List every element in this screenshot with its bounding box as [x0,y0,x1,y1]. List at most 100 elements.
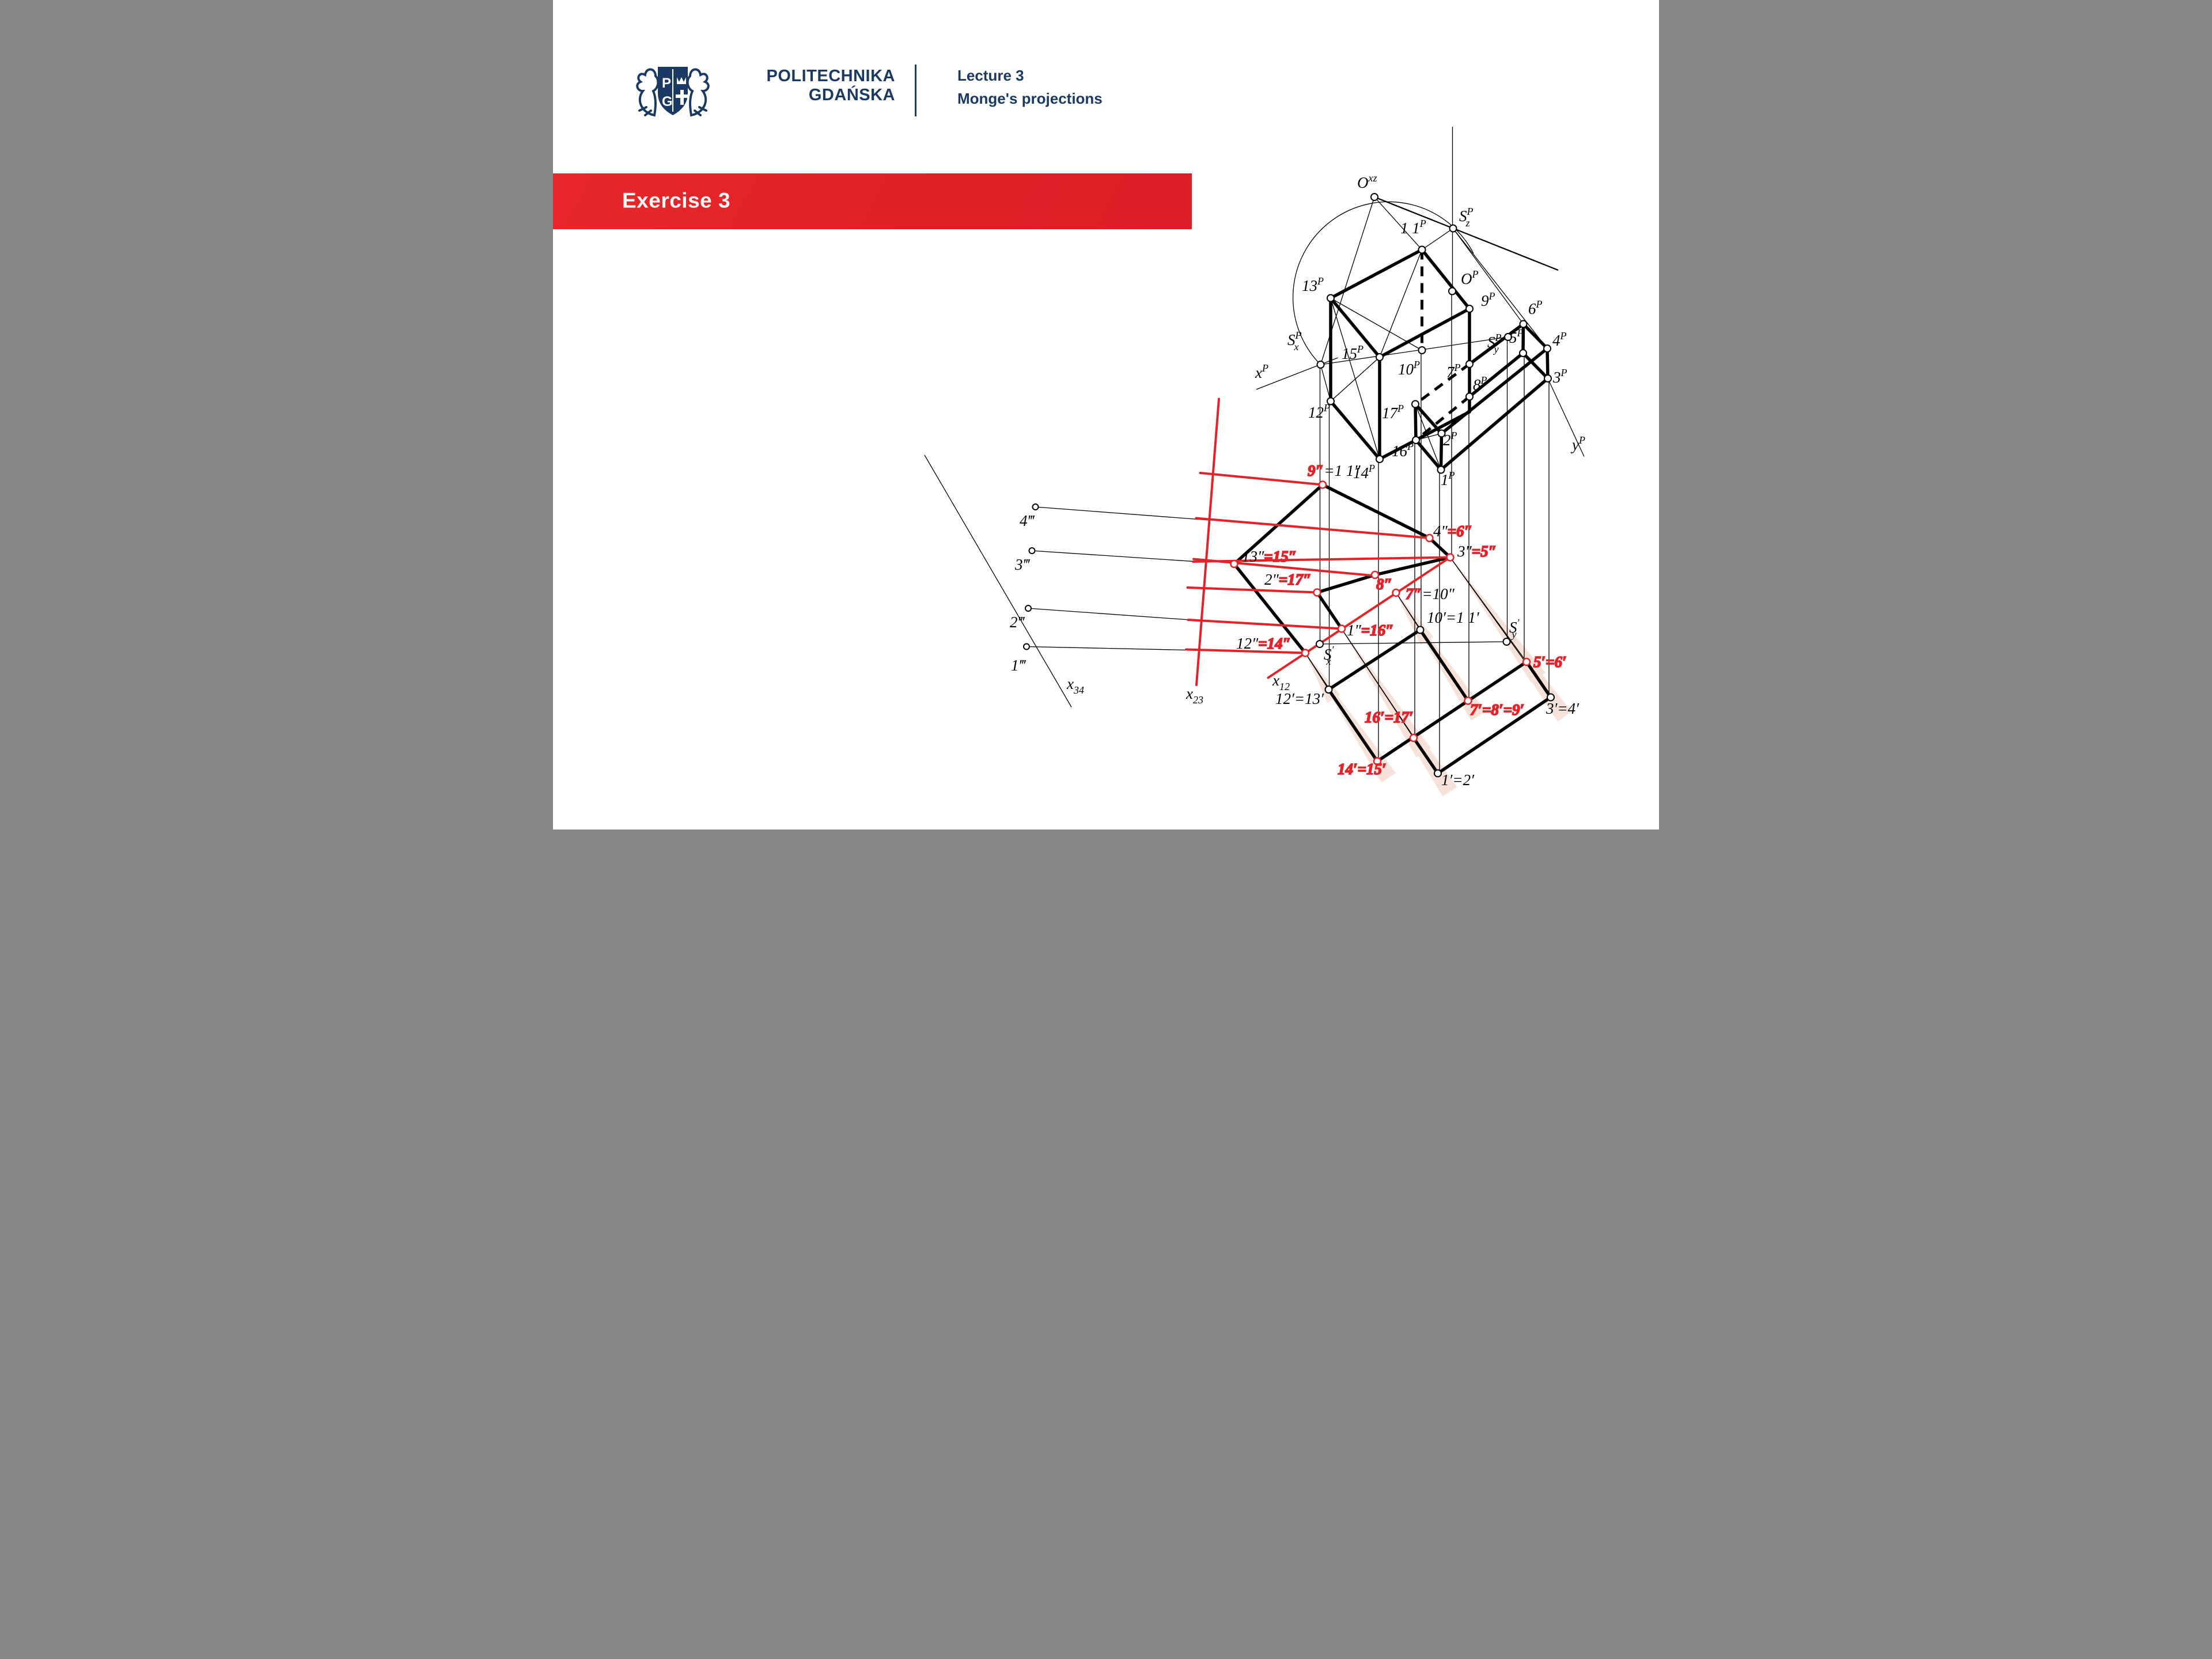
point-16P [1412,436,1420,444]
point-13P [1327,294,1335,302]
diag-13-14 [1330,298,1380,460]
point-6P [1519,320,1528,328]
point-Oxz [1370,193,1378,201]
lecture-number: Lecture 3 [957,67,1024,84]
label-a-3: 3P [1552,367,1567,386]
transfer-1 [1026,646,1200,651]
cross-icon [676,90,688,105]
red-points [1230,480,1531,766]
medium-lines [1374,196,1559,271]
label-m-x23: x23 [1185,685,1203,706]
x-axis [1256,357,1338,390]
point-11P [1418,245,1426,254]
transfer-2 [1028,608,1202,622]
label-a-2: 2P [1443,430,1457,449]
slide: P G POLITECHNIKA GDAŃSKA Lecture 3 Monge… [553,0,1659,830]
point-2-17-dprime [1313,588,1321,597]
label-m-1315: 13″=15″ [1242,548,1297,565]
point-7P [1465,392,1474,401]
label-a-17: 17P [1382,403,1404,422]
y-axis [1547,378,1585,457]
fan [1305,653,1396,783]
label-b-1617: 16′=17′ [1365,709,1414,726]
axis-x34 [924,454,1072,707]
point-5P [1519,349,1527,357]
transfer-4 [1035,506,1210,521]
point-12P [1327,397,1335,406]
fan [1342,628,1457,797]
point-13-15-dprime [1230,559,1238,569]
label-a-12: 12P [1308,402,1330,421]
red-transfer-9-11 [1199,472,1324,486]
label-a-14: 14P [1353,463,1375,482]
hidden-edges [1414,249,1471,441]
diag-15-11 [1379,249,1423,358]
label-m-710: 7″=10″ [1406,585,1455,603]
point-SPx [1316,361,1325,369]
label-a-op: OP [1461,268,1479,287]
red-transfer-4-6 [1195,517,1431,539]
label-m-x34: x34 [1066,675,1084,696]
label-a-8: 8P [1473,374,1487,393]
line-s1x-s1y [1319,641,1507,645]
point-1-2-prime [1434,769,1442,778]
point-S1y [1502,638,1511,646]
label-a-15: 15P [1342,343,1363,362]
label-b-789: 7′=8′=9′ [1470,701,1524,718]
label-m-911: 9″=1 1″ [1308,462,1361,479]
line-sz-6 [1452,228,1524,324]
label-b-56: 5′=6′ [1533,653,1567,671]
label-m-x12: x12 [1272,672,1290,692]
label-m-spx: S′x [1324,644,1335,667]
label-b-12: 1′=2′ [1441,771,1475,789]
label-a-16: 16P [1392,441,1414,460]
point-SPy [1504,333,1512,341]
label-a-9: 9P [1481,290,1495,309]
label-a-5: 5P [1509,327,1524,346]
point-1ppp [1023,643,1030,650]
pg-logo: P G [636,67,710,117]
line-oxz-sz-extended [1374,196,1559,271]
label-t-1: 1‴ [1011,657,1027,674]
thales-circle-arc [1292,201,1474,365]
point-14-15-prime [1373,757,1382,766]
point-9P [1465,305,1474,313]
line-sx-sy [1320,336,1509,365]
solid-edges [1232,248,1552,775]
point-3-4-prime [1547,693,1555,702]
logo-letter-g: G [662,94,673,109]
point-1P [1437,465,1445,474]
label-a-11: 1 1P [1400,218,1426,237]
griffin-right-icon [686,68,710,117]
label-t-3: 3‴ [1014,556,1031,573]
point-2ppp [1025,605,1032,612]
logo-letter-p: P [662,75,671,91]
point-7-8-9-prime [1464,696,1472,705]
red-transfer-12-14 [1185,648,1306,654]
point-SPz [1449,224,1457,233]
point-8-dprime [1370,570,1380,579]
black-points [1023,193,1555,778]
point-14P [1376,455,1384,463]
point-3ppp [1028,547,1036,554]
axis-x12 [1267,556,1452,679]
university-name: POLITECHNIKA GDAŃSKA [737,67,895,105]
header-divider [915,65,916,116]
point-15P [1376,353,1384,361]
point-4P [1543,344,1551,353]
label-a-yp: yP [1570,434,1585,453]
university-name-line1: POLITECHNIKA [766,67,895,85]
label-t-4: 4‴ [1020,512,1035,529]
label-a-7: 7P [1446,362,1461,381]
exercise-title: Exercise 3 [622,188,731,212]
line-oxz-11 [1374,196,1422,250]
label-a-4: 4P [1552,330,1567,349]
label-m-35: 3″=5″ [1457,543,1497,560]
point-1-16-dprime [1337,624,1346,633]
point-10-11-prime [1416,626,1425,634]
